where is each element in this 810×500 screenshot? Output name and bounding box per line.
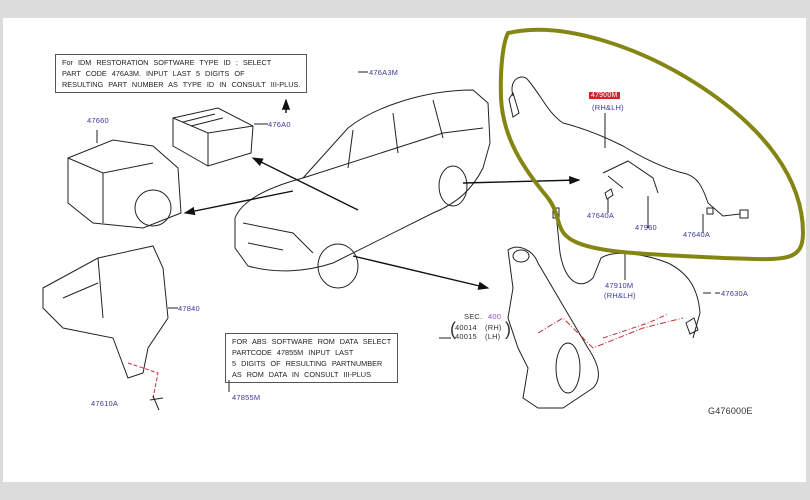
part-label-47900m[interactable]: 47900M: [589, 92, 620, 99]
part-label-47630a[interactable]: 47630A: [721, 289, 749, 298]
part-label-47900m-side: (RH&LH): [592, 103, 624, 112]
note-line: For IDM RESTORATION SOFTWARE TYPE ID ; S…: [62, 58, 272, 67]
steering-knuckle-illustration: [507, 246, 599, 409]
note-line: AS ROM DATA IN CONSULT III-PLUS: [232, 370, 371, 379]
note-line: PARTCODE 47855M INPUT LAST: [232, 348, 354, 357]
diagram-id: G476000E: [708, 406, 753, 416]
abs-software-note: FOR ABS SOFTWARE ROM DATA SELECT PARTCOD…: [225, 333, 399, 383]
part-label-47610a[interactable]: 47610A: [91, 399, 119, 408]
part-label-47910m-side: (RH&LH): [604, 291, 636, 300]
note-line: RESULTING PART NUMBER AS TYPE ID IN CONS…: [62, 80, 301, 89]
wheel-sensor-47900m: [508, 76, 749, 219]
part-label-47960[interactable]: 47960: [635, 223, 657, 232]
wheel-sensor-cable-47910m: [537, 207, 711, 349]
part-label-47855m[interactable]: 47855M: [232, 393, 261, 402]
idm-software-note: For IDM RESTORATION SOFTWARE TYPE ID ; S…: [55, 54, 308, 93]
lh-code: 40015: [455, 332, 477, 341]
diagram-drawing: [42, 27, 806, 411]
part-label-47910m[interactable]: 47910M: [605, 281, 634, 290]
paren-open: (: [450, 319, 457, 339]
part-label-47660[interactable]: 47660: [87, 116, 109, 125]
part-label-47640a[interactable]: 47640A: [587, 211, 615, 220]
abs-bracket-illustration: [42, 245, 178, 411]
part-label-476a3m[interactable]: 476A3M: [369, 68, 399, 77]
part-label-47840[interactable]: 47840: [178, 304, 200, 313]
note-line: 5 DIGITS OF RESULTING PARTNUMBER: [232, 359, 383, 368]
section-label: SEC.: [464, 312, 483, 321]
paren-close: ): [505, 319, 512, 339]
note-line: FOR ABS SOFTWARE ROM DATA SELECT: [232, 337, 392, 346]
part-label-47640a-2[interactable]: 47640A: [683, 230, 711, 239]
abs-actuator-illustration: [67, 130, 182, 229]
vehicle-illustration: [234, 89, 491, 289]
note-line: PART CODE 476A3M. INPUT LAST 5 DIGITS OF: [62, 69, 245, 78]
rh-side: (RH): [485, 323, 502, 332]
part-label-476a0[interactable]: 476A0: [268, 120, 291, 129]
rh-code: 40014: [455, 323, 477, 332]
ecu-module-illustration: [172, 107, 254, 167]
parts-diagram-canvas: For IDM RESTORATION SOFTWARE TYPE ID ; S…: [3, 18, 806, 482]
lh-side: (LH): [485, 332, 501, 341]
section-number[interactable]: 400: [488, 312, 502, 321]
highlight-circle: [498, 27, 806, 262]
